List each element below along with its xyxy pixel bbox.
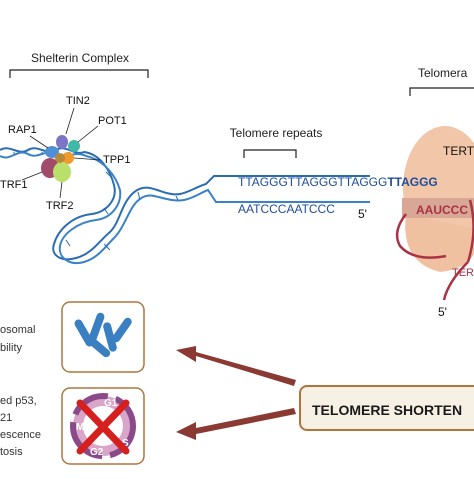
tpp1-blob [62, 152, 74, 164]
center-blob [55, 153, 65, 163]
tert-label: TERT [443, 144, 474, 158]
rap1-blob [45, 146, 59, 158]
strand-top-normal: TTAGGGTTAGGGTTAGGG [238, 175, 387, 189]
chromosome-box [61, 301, 145, 373]
effect-1-line-1: osomal [0, 324, 35, 336]
effect-2-line-1: ed p53, [0, 395, 37, 407]
cycle-m: M [76, 422, 84, 433]
terc-label: TER [452, 267, 474, 279]
effect-2-line-3: escence [0, 429, 41, 441]
repeats-label: Telomere repeats [230, 126, 323, 140]
rna-template-band [402, 198, 474, 218]
strand-top: TTAGGGTTAGGGTTAGGGTTAGGG [238, 175, 438, 189]
label-tin2: TIN2 [66, 95, 90, 107]
tin2-blob [56, 135, 68, 149]
telomerase-bracket [409, 87, 474, 96]
shelterin-title: Shelterin Complex [31, 51, 129, 65]
strand-bottom: AATCCCAATCCC [238, 202, 335, 216]
effect-2-line-4: tosis [0, 446, 23, 458]
label-rap1: RAP1 [8, 124, 37, 136]
trf2-blob [53, 162, 71, 182]
shortening-box [299, 385, 474, 431]
cycle-g1: G1 [104, 398, 118, 409]
effect-2-line-2: 21 [0, 412, 12, 424]
effect-1-line-2: bility [0, 342, 23, 354]
rna-prime: 5' [438, 305, 447, 319]
arrow-to-chromosome [176, 346, 296, 386]
label-trf1: TRF1 [0, 179, 28, 191]
label-pot1: POT1 [98, 115, 127, 127]
shelterin-bracket [9, 69, 149, 78]
rna-template-text: AAUCCC [416, 203, 468, 217]
shelterin-cluster [41, 135, 80, 182]
shortening-label: TELOMERE SHORTEN [312, 402, 462, 418]
repeats-bracket [243, 149, 297, 158]
chromosome-icon [74, 312, 132, 358]
arrow-to-cell-cycle [176, 408, 296, 440]
cell-cycle-icon: G1 M G2 S [70, 393, 136, 459]
rna-strand [395, 213, 469, 301]
strand-top-bold: TTAGGG [387, 175, 437, 189]
label-trf2: TRF2 [46, 200, 74, 212]
dna-rungs [13, 152, 179, 251]
blocked-x-icon [76, 399, 130, 455]
cycle-g2: G2 [90, 447, 104, 458]
strand-bottom-prime: 5' [358, 207, 367, 221]
cycle-s: S [122, 438, 129, 449]
label-tpp1: TPP1 [103, 154, 131, 166]
telomerase-title: Telomera [418, 66, 468, 80]
pot1-blob [68, 140, 80, 152]
